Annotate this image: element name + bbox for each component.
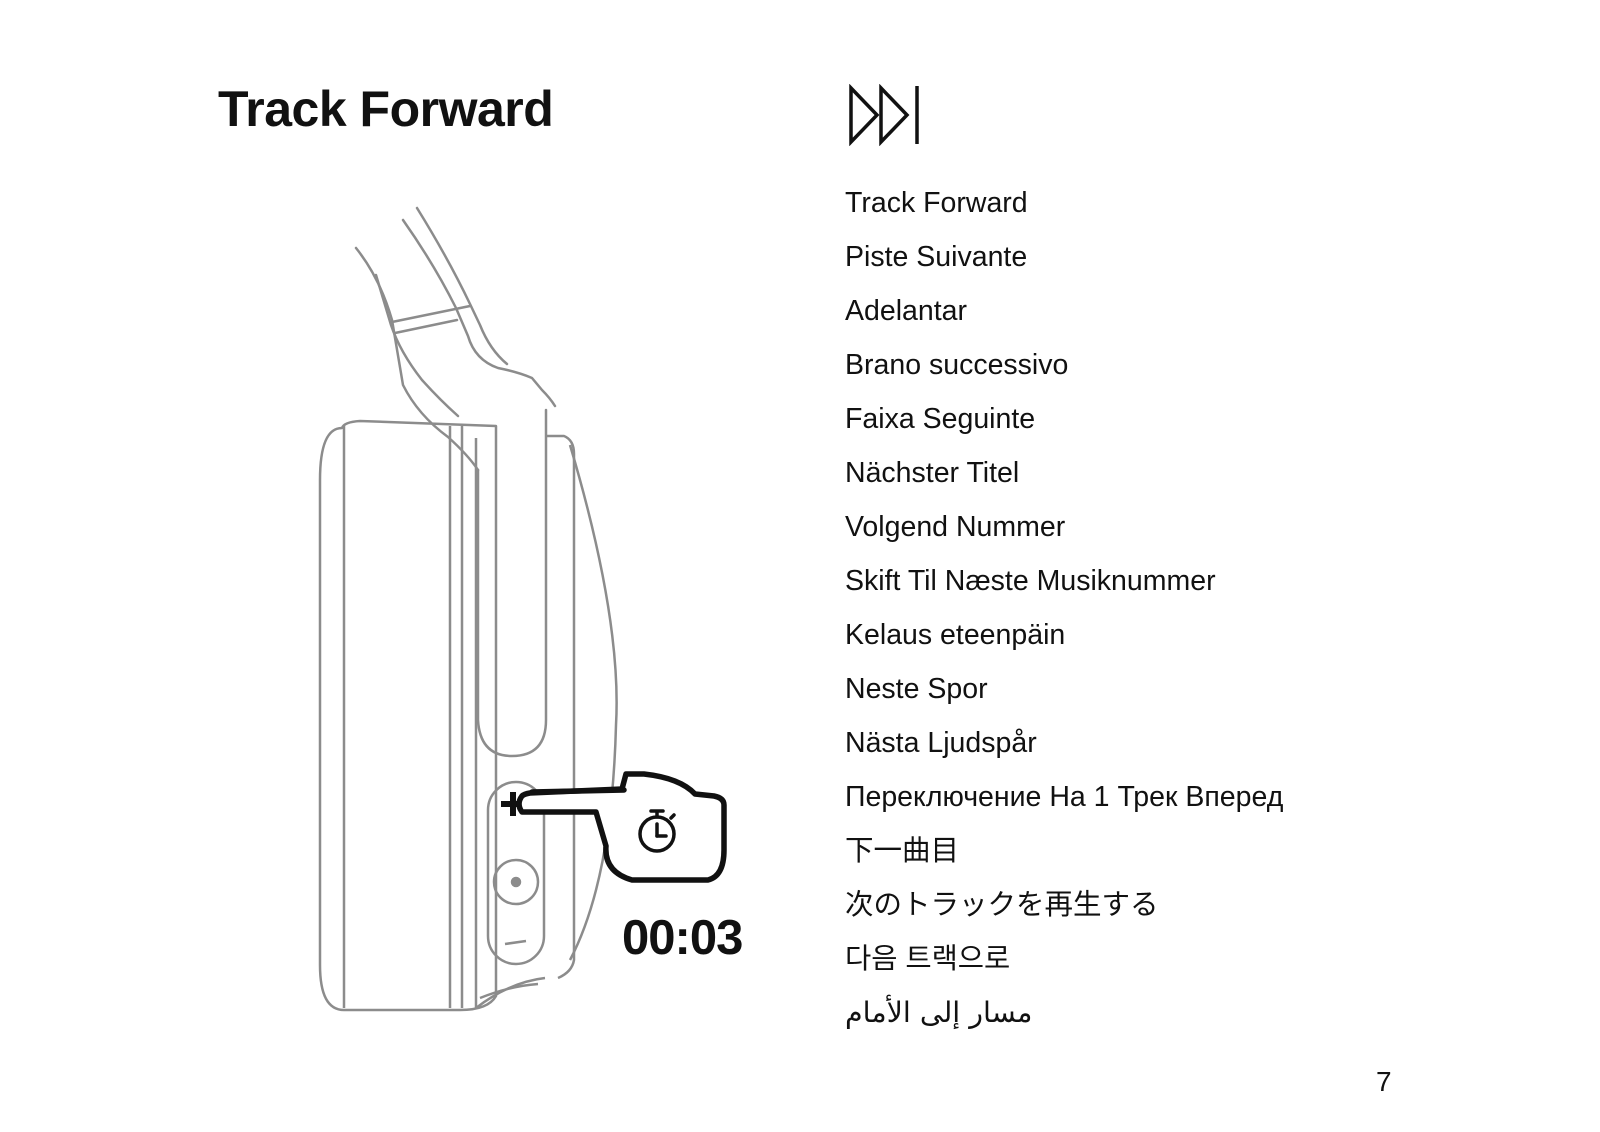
timer-label: 00:03	[622, 911, 743, 965]
translation-chinese: 下一曲目	[845, 835, 960, 867]
translation-portuguese: Faixa Seguinte	[845, 403, 1036, 435]
page-number: 7	[1376, 1066, 1392, 1097]
translation-swedish: Nästa Ljudspår	[845, 727, 1037, 759]
translation-spanish: Adelantar	[845, 295, 968, 327]
translation-norwegian: Neste Spor	[845, 673, 988, 705]
track-forward-icon	[849, 84, 919, 146]
headphone-illustration	[318, 206, 727, 1012]
page-title: Track Forward	[218, 81, 554, 137]
translation-french: Piste Suivante	[845, 241, 1028, 273]
translation-italian: Brano successivo	[845, 349, 1069, 381]
control-panel	[486, 780, 546, 966]
stopwatch-icon	[638, 809, 676, 853]
headband	[354, 206, 557, 758]
translation-japanese: 次のトラックを再生する	[845, 889, 1159, 921]
translation-list: Track Forward Piste Suivante Adelantar B…	[845, 188, 1283, 1052]
translation-dutch: Volgend Nummer	[845, 511, 1066, 543]
translation-korean: 다음 트랙으로	[845, 943, 1011, 975]
translation-english: Track Forward	[845, 187, 1028, 219]
translation-danish: Skift Til Næste Musiknummer	[845, 565, 1216, 597]
translation-arabic: مسار إلى الأمام	[845, 996, 1033, 1029]
translation-russian: Переключение На 1 Трек Вперед	[845, 781, 1284, 813]
translation-german: Nächster Titel	[845, 457, 1020, 489]
translation-finnish: Kelaus eteenpäin	[845, 619, 1066, 651]
earcup	[318, 419, 618, 1012]
finger-press-icon	[516, 771, 727, 883]
